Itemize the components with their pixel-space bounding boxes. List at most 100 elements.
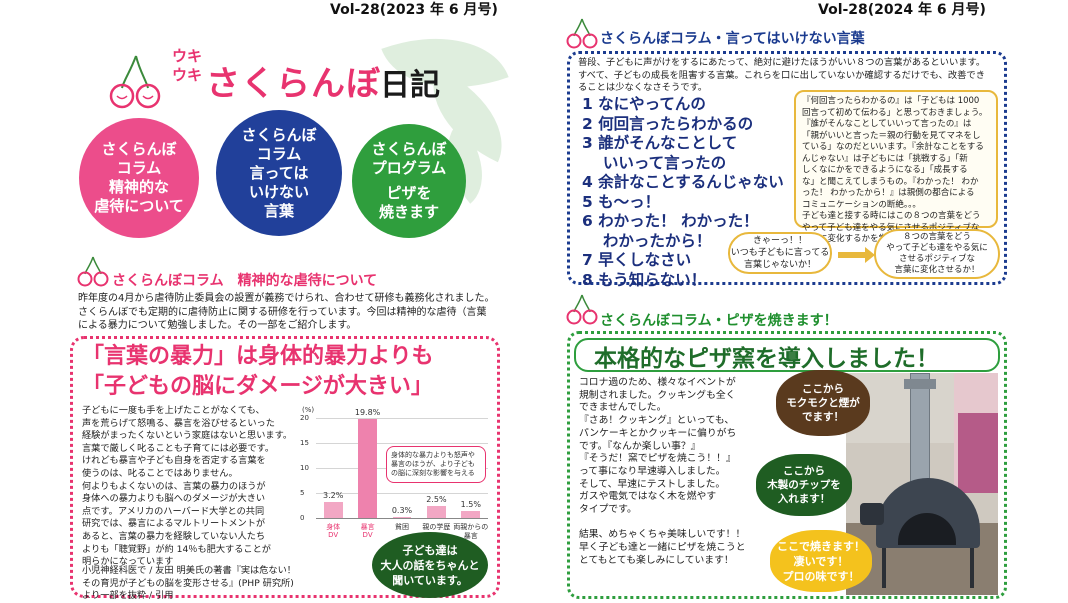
chart-note: 身体的な暴力よりも怒声や 暴言のほうが、より子ども の脳に深刻な影響を与える	[386, 446, 486, 483]
bar-2	[392, 516, 412, 518]
source-line: その育児が子どもの脳を変形させる』(PHP 研究所)	[82, 577, 294, 589]
topic-circle-mental-abuse: さくらんぼコラム精神的な虐待について	[79, 118, 199, 238]
volume-label-right: Vol-28(2024 年 6 月号)	[818, 2, 986, 18]
logo-nikki: 日記	[380, 68, 440, 103]
text-line: 何よりもよくないのは、言葉の暴力のほうが	[82, 480, 266, 492]
bar-value-label: 3.2%	[323, 491, 344, 500]
article-body: 子どもに一度も手を上げたことがなくても、声を荒らげて怒鳴る、暴言を浴びせるといっ…	[82, 405, 297, 569]
text-line: 研究では、暴言によるマルトリートメントが	[82, 518, 266, 530]
text-line: です。『なんか楽しい事？』	[579, 440, 701, 452]
circle-line: さくらんぼ	[241, 125, 317, 144]
y-tick-label: 5	[300, 489, 305, 497]
speech-line: 子ども達は	[402, 543, 458, 557]
text-line: った！ わかったから！』は親側の都合による	[802, 188, 975, 198]
text-line: パンケーキとかクッキーに偏りがち	[579, 427, 737, 439]
text-line: そして、早速にテストしました。	[579, 478, 726, 490]
text-line: できませんでした。	[579, 402, 667, 414]
text-line: しくなにかをできるようになる」「成長する	[802, 165, 968, 175]
text-line: 6 わかった！ わかった！	[582, 212, 759, 230]
bubble-line: でます！	[802, 411, 844, 423]
intro-line: ることは少なくなさそうです。	[578, 82, 708, 94]
circle-line: コラム	[116, 159, 162, 177]
text-line: な」と聞こえてしまうもの。『わかった！ わか	[802, 176, 979, 187]
circle-line: さくらんぼ	[101, 140, 177, 158]
bubble-line: ここから	[783, 465, 825, 477]
circle-line: コラム	[256, 144, 302, 163]
gridline	[316, 493, 488, 494]
circle-line: 焼きます	[378, 203, 439, 221]
intro-line: による暴力について勉強しました。その一部をご紹介します。	[78, 320, 357, 331]
gridline	[316, 443, 488, 444]
section-title-forbidden-words: さくらんぼコラム・言ってはいけない言葉	[600, 31, 865, 47]
text-line: 回言って初めて伝わる」と思っておきましょう。	[802, 107, 988, 118]
circle-line: 言葉	[263, 201, 294, 220]
circle-line: プログラム	[371, 159, 447, 177]
bubble-line: ここで焼きます！	[777, 539, 865, 553]
topic-circle-pizza: さくらんぼプログラム ピザを焼きます	[352, 124, 466, 238]
logo-uki-2: ウキ	[172, 66, 203, 84]
category-label: 貧困	[394, 523, 409, 531]
text-line: 8 もう知らない！	[582, 270, 707, 289]
text-line: とてもとても楽しみにしています！	[579, 554, 734, 566]
section-title-pizza: さくらんぼコラム・ピザを焼きます！	[600, 313, 838, 329]
circle-line: 精神的な	[108, 178, 169, 196]
text-line: タイプです。	[579, 504, 637, 516]
text-line: あると、言葉の暴力を経験していない人たち	[82, 530, 266, 542]
logo-uki-1: ウキ	[172, 47, 203, 65]
headline-line-2: 「子どもの脳にダメージが大きい」	[82, 374, 433, 399]
goal-pill: ８つの言葉をどう やって子ども達をやる気に させるポジティブな 言葉に変化させる…	[874, 229, 1000, 279]
bubble-line: プロの味です！	[782, 569, 860, 583]
text-line: コロナ過のため、様々なイベントが	[579, 377, 736, 388]
text-line: 『何回言ったらわかるの』は「子どもは 1000	[802, 96, 980, 106]
bubble-line: ここから	[802, 383, 844, 395]
text-line: 7 早くしなさい	[582, 251, 692, 269]
source-citation: 小児神経科医で / 友田 明美氏の著書『実は危ない！ その育児が子どもの脳を変形…	[82, 565, 322, 603]
text-line: 子ども達と接する時にはこの８つの言葉をどう	[802, 211, 981, 221]
text-line: いいって言ったの	[582, 153, 727, 172]
text-line: 『誰がそんなことしていいって言ったの』は	[802, 119, 972, 129]
category-label: 暴言	[463, 532, 478, 540]
bar-value-label: 0.3%	[391, 505, 413, 515]
category-label: 身体	[326, 523, 341, 531]
text-line: 点です。アメリカのハーバード大学との共同	[82, 505, 265, 517]
chart-note-line: の脳に深刻な影響を与える	[391, 469, 475, 477]
section-title-mental-abuse: さくらんぼコラム 精神的な虐待について	[112, 273, 378, 289]
text-line: 5 も〜っ！	[582, 192, 661, 211]
article-box-pink	[70, 336, 500, 598]
text-line: って事になり早速導入しました。	[579, 465, 726, 477]
circle-line: 虐待について	[94, 197, 184, 215]
circle-line: 言っては	[249, 163, 309, 182]
text-line: やって子ども達をやる気にさせるポジティブな	[802, 222, 980, 233]
source-line: より一部を抜粋 / 引用	[82, 590, 174, 602]
x-axis-line	[316, 518, 488, 519]
bar-1	[358, 419, 378, 518]
chart-note-line: 身体的な暴力よりも怒声や	[391, 451, 475, 459]
speech-line: 大人の話をちゃんと	[380, 558, 480, 572]
text-line: 早く子ども達と一緒にピザを焼こうと	[579, 542, 746, 554]
pill-line: きゃーっ！！	[752, 236, 807, 246]
intro-line: 昨年度の4月から虐待防止委員会の設置が義務でけられ、合わせて研修も義務化されまし…	[78, 293, 495, 304]
text-line: 『そうだ！窯でピザを焼こう！！』	[579, 453, 736, 465]
text-line: 規制されました。クッキングも全く	[579, 389, 736, 401]
bar-3	[426, 505, 446, 518]
source-line: 小児神経科医で / 友田 明美氏の著書『実は危ない！	[82, 565, 296, 576]
pill-line: やって子ども達をやる気に	[886, 243, 988, 253]
intro-line: 普段、子どもに声がけをするにあたって、絶対に避けたほうがいい８つの言葉があるとい…	[578, 57, 986, 68]
bar-value-label: 2.5%	[426, 494, 447, 504]
pill-line: 言葉じゃないか！	[743, 260, 816, 270]
pizza-headline: 本格的なピザ窯を導入しました！	[594, 346, 939, 372]
circle-line: いけない	[248, 182, 309, 201]
text-line: わかったから！	[582, 231, 712, 250]
text-line: 子どもに一度も手を上げたことがなくても、	[82, 405, 265, 416]
intro-paragraph-right: 普段、子どもに声がけをするにあたって、絶対に避けたほうがいい８つの言葉があるとい…	[578, 57, 998, 95]
text-line: 明らかになっています	[82, 556, 174, 568]
cherry-icon	[566, 294, 598, 325]
reaction-pill: きゃーっ！！ いつも子どもに言ってる 言葉じゃないか！	[728, 232, 832, 274]
arrow-right-icon	[838, 247, 875, 263]
bar-0	[323, 502, 343, 518]
bar-value-label: 1.5%	[460, 499, 481, 509]
text-line: ている」なのだといいます。『余計なことをする	[802, 142, 984, 152]
text-line: 『さあ！クッキング』といっても、	[579, 415, 735, 427]
bubble-line: 入れます！	[777, 493, 831, 505]
